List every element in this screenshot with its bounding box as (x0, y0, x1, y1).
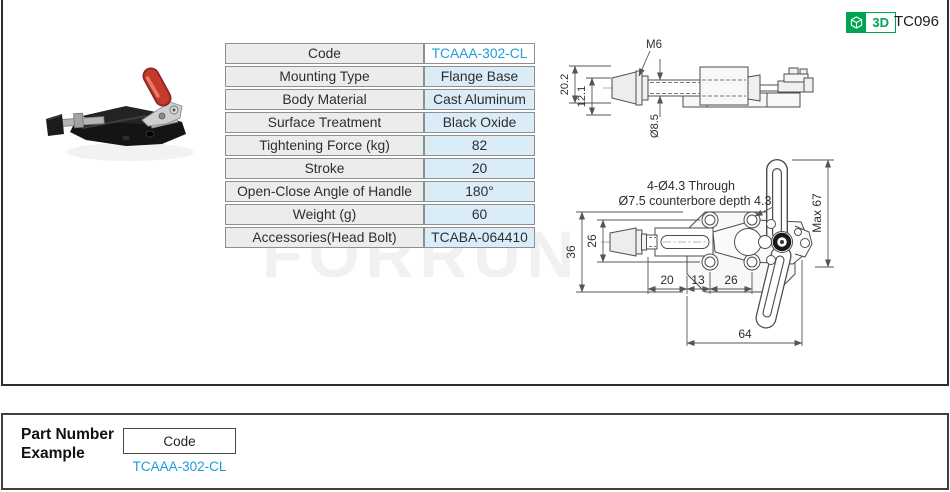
top-view-dimensions (576, 159, 834, 346)
dim-26-horizontal: 26 (724, 273, 738, 287)
table-row: Code TCAAA-302-CL (225, 43, 535, 64)
cube-3d-icon (847, 13, 867, 32)
spec-label: Mounting Type (225, 66, 424, 87)
spec-label: Accessories(Head Bolt) (225, 227, 424, 248)
spec-label: Surface Treatment (225, 112, 424, 133)
spec-label: Tightening Force (kg) (225, 135, 424, 156)
table-row: Body Material Cast Aluminum (225, 89, 535, 110)
table-row: Accessories(Head Bolt) TCABA-064410 (225, 227, 535, 248)
table-row: Surface Treatment Black Oxide (225, 112, 535, 133)
top-view-drawing: 4-Ø4.3 Through Ø7.5 counterbore depth 4.… (564, 159, 834, 346)
spec-label: Code (225, 43, 424, 64)
dim-m6: M6 (646, 39, 662, 51)
spec-value: TCAAA-302-CL (424, 43, 535, 64)
dim-20: 20 (660, 273, 674, 287)
spec-table: Code TCAAA-302-CL Mounting Type Flange B… (225, 41, 535, 250)
table-row: Weight (g) 60 (225, 204, 535, 225)
title-line-1: Part Number (21, 426, 115, 443)
spec-label: Weight (g) (225, 204, 424, 225)
dim-36: 36 (564, 245, 578, 259)
clamp-plunger (46, 112, 105, 136)
part-number-example-panel: Part Number Example Code TCAAA-302-CL (1, 413, 949, 490)
spec-value: Flange Base (424, 66, 535, 87)
clamp-linkage (141, 101, 183, 129)
spec-label: Body Material (225, 89, 424, 110)
table-row: Mounting Type Flange Base (225, 66, 535, 87)
note-holes-line1: 4-Ø4.3 Through (647, 179, 735, 193)
side-view-dimensions (569, 50, 663, 117)
side-view-drawing: M6 20.2 12.1 Ø8.5 (559, 39, 814, 138)
spec-value: 20 (424, 158, 535, 179)
spec-value: Cast Aluminum (424, 89, 535, 110)
code-value: TCAAA-302-CL (132, 459, 227, 474)
clamp-red-handle (142, 67, 172, 107)
title-line-2: Example (21, 445, 85, 463)
spec-value: 180° (424, 181, 535, 202)
part-number-example-title: Part Number Example (21, 425, 114, 464)
table-row: Open-Close Angle of Handle 180° (225, 181, 535, 202)
spec-value: TCABA-064410 (424, 227, 535, 248)
pivot-circles (734, 211, 802, 265)
spec-label: Stroke (225, 158, 424, 179)
badge-3d-label: 3D (872, 15, 889, 30)
note-holes-line2: Ø7.5 counterbore depth 4.3 (619, 194, 772, 208)
dim-max-67: Max 67 (810, 193, 824, 233)
dim-64: 64 (738, 327, 752, 341)
spec-label: Open-Close Angle of Handle (225, 181, 424, 202)
dim-26-vertical: 26 (585, 234, 599, 248)
content-frame (1, 0, 949, 386)
product-code: TC096 (893, 13, 939, 30)
spec-value: Black Oxide (424, 112, 535, 133)
spec-value: 82 (424, 135, 535, 156)
side-view-clamp-outline (603, 66, 814, 108)
view-3d-badge[interactable]: 3D (846, 12, 896, 33)
dim-20-2: 20.2 (559, 74, 571, 95)
spec-value: 60 (424, 204, 535, 225)
code-box: Code (123, 428, 236, 454)
dim-12-1: 12.1 (576, 86, 588, 107)
dim-13: 13 (691, 273, 705, 287)
handle-open-position (755, 245, 792, 329)
table-row: Stroke 20 (225, 158, 535, 179)
table-row: Tightening Force (kg) 82 (225, 135, 535, 156)
product-photo (46, 67, 194, 161)
dim-dia-8-5: Ø8.5 (649, 114, 661, 138)
